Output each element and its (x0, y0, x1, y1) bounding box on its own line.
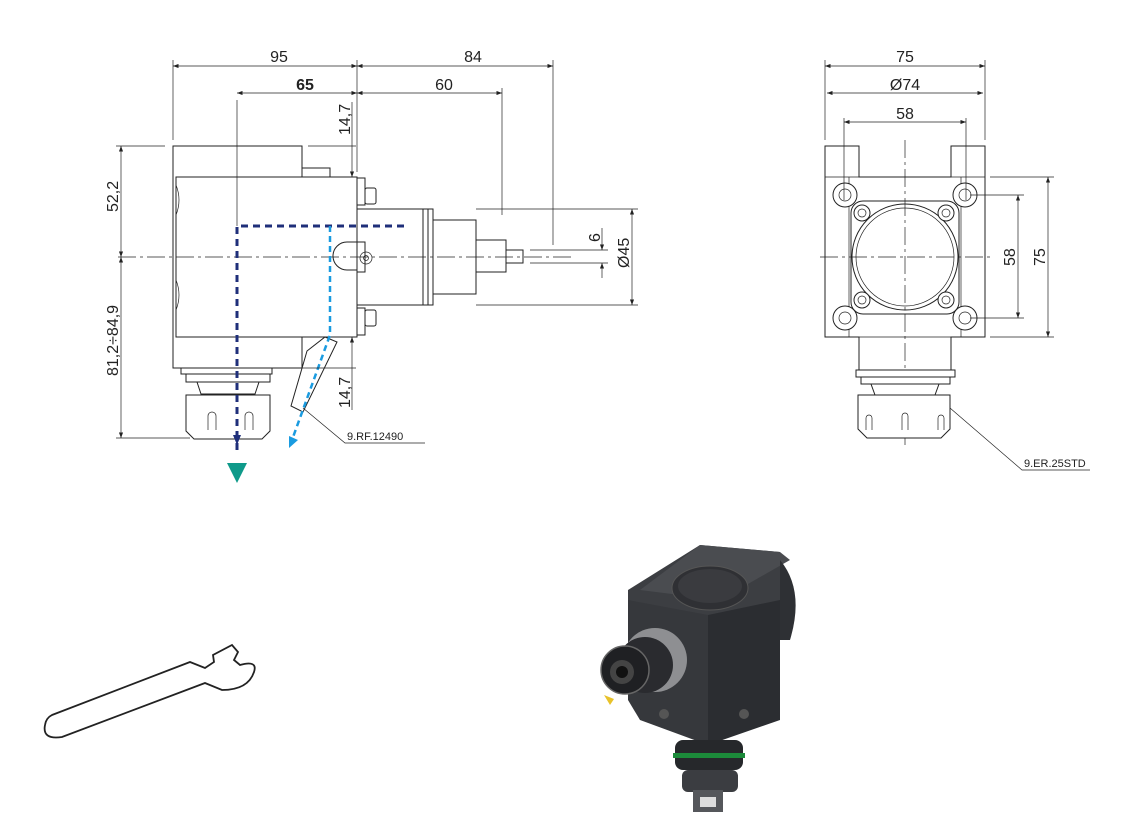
front-dimensions: 75 Ø74 58 58 75 (824, 49, 1054, 338)
dim-84: 84 (464, 49, 482, 66)
internal-coolant-path (235, 224, 405, 450)
dim-95: 95 (270, 49, 288, 66)
front-leader-line (949, 407, 1090, 471)
dim-75-height: 75 (1032, 248, 1049, 266)
external-coolant-path (290, 226, 332, 441)
dim-58-horizontal: 58 (896, 106, 914, 123)
side-dimensions: 95 84 65 60 14,7 14,7 52,2 81,2÷84,9 Ø45 (105, 49, 638, 439)
tool-holder-3d-render (600, 545, 796, 812)
drive-key (505, 249, 524, 264)
collet-nut (185, 394, 271, 440)
coolant-pipe (290, 336, 338, 413)
dim-81-2-84-9: 81,2÷84,9 (105, 305, 122, 376)
dim-14-7-bottom: 14,7 (337, 377, 354, 408)
mounting-bolts (832, 182, 978, 331)
dim-65: 65 (296, 77, 314, 94)
part-ref-er: 9.ER.25STD (1024, 458, 1086, 470)
front-view: 75 Ø74 58 58 75 9.ER.25STD (820, 49, 1090, 471)
dim-6: 6 (587, 233, 604, 242)
dim-58-vertical: 58 (1002, 248, 1019, 266)
dim-75-width: 75 (896, 49, 914, 66)
front-collet-nut (857, 394, 951, 439)
part-ref-rf: 9.RF.12490 (347, 431, 403, 443)
dim-dia-45: Ø45 (616, 238, 633, 268)
wrench-illustration (43, 643, 256, 739)
dim-60: 60 (435, 77, 453, 94)
tool-direction-arrow-icon (227, 463, 247, 483)
side-view: 95 84 65 60 14,7 14,7 52,2 81,2÷84,9 Ø45 (105, 49, 638, 483)
leader-line (302, 407, 425, 444)
drive-shaft (475, 239, 507, 273)
dim-14-7-top: 14,7 (337, 104, 354, 135)
dim-dia-74: Ø74 (890, 77, 920, 94)
dim-52-2: 52,2 (105, 181, 122, 212)
